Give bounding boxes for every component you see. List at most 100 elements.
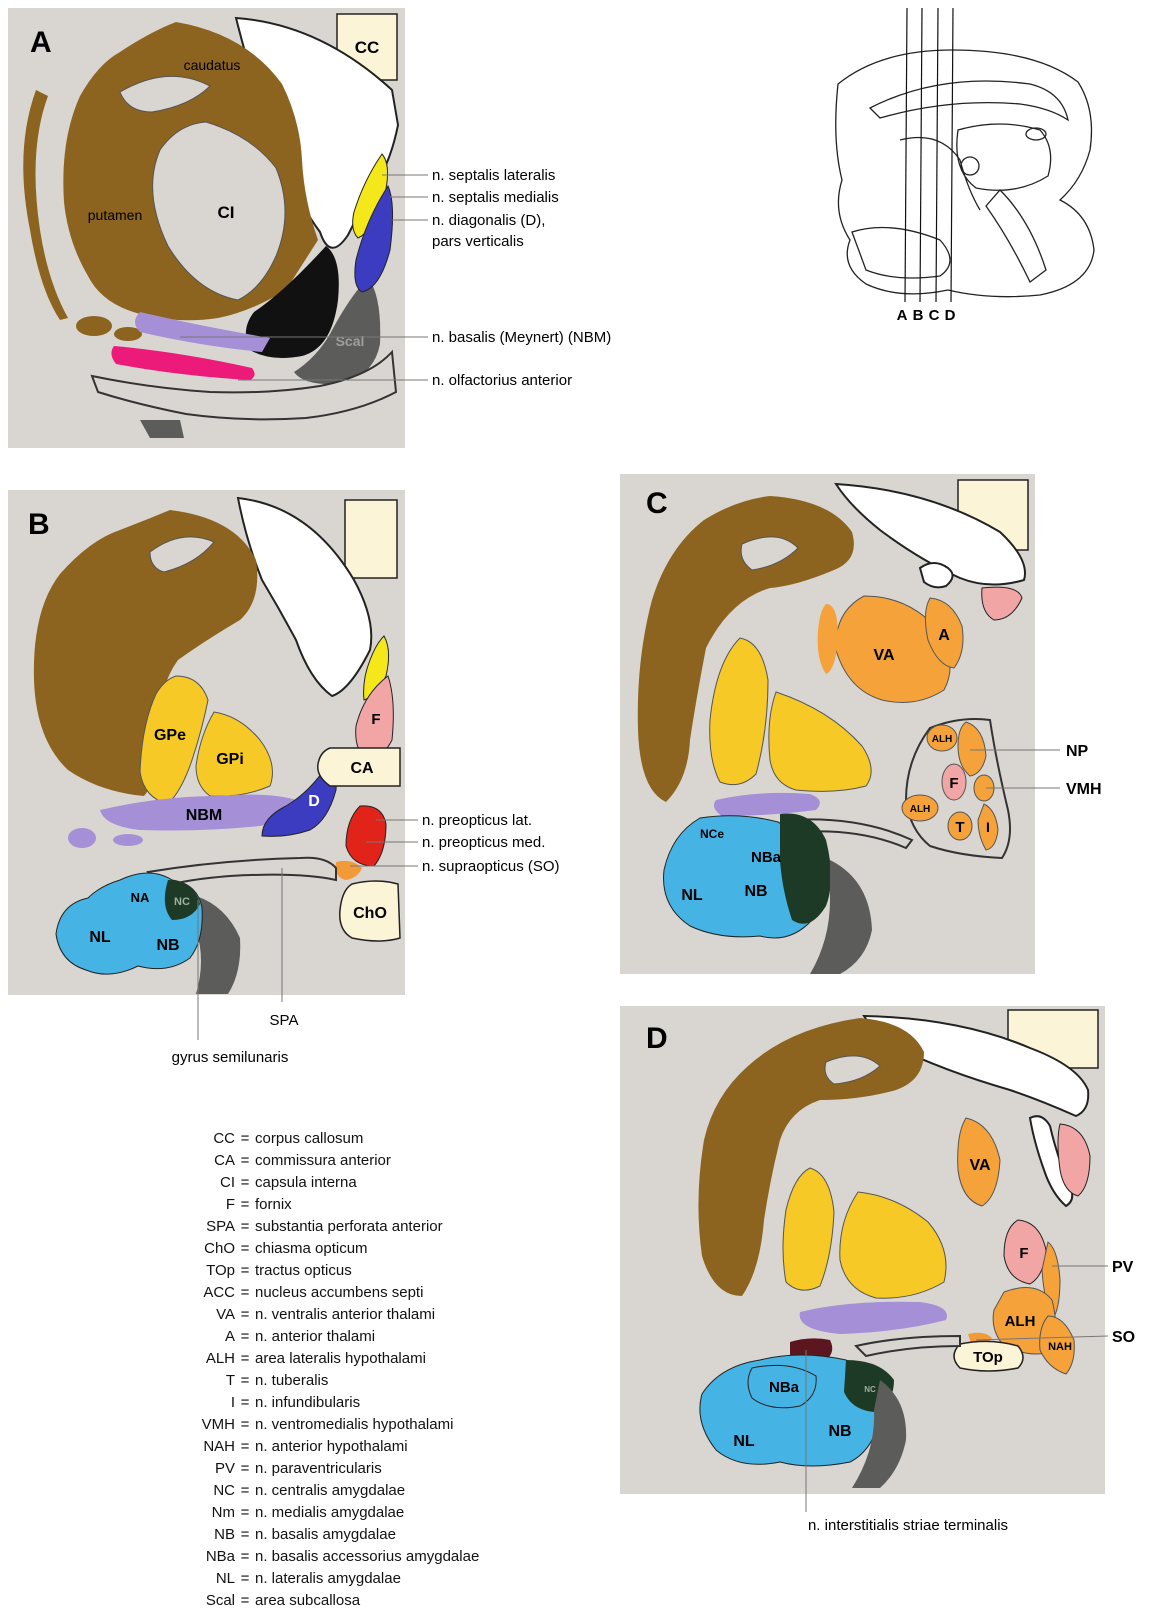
legend-text: n. tuberalis	[255, 1370, 328, 1392]
label-nbm-b: NBM	[186, 807, 222, 824]
legend-item: PV=n. paraventricularis	[130, 1458, 490, 1480]
legend-text: n. paraventricularis	[255, 1458, 382, 1480]
legend-abbr: VMH	[130, 1414, 235, 1436]
label-f-b: F	[371, 711, 380, 728]
legend-item: I=n. infundibularis	[130, 1392, 490, 1414]
legend-abbr: T	[130, 1370, 235, 1392]
legend-text: n. anterior hypothalami	[255, 1436, 408, 1458]
legend-abbr: VA	[130, 1304, 235, 1326]
label-nce-c: NCe	[700, 827, 724, 841]
panel-c: C VA A ALH ALH F T I NCe NBa NB NL NP VM…	[620, 474, 1102, 974]
legend-text: area lateralis hypothalami	[255, 1348, 426, 1370]
panel-letter-b: B	[28, 508, 50, 541]
legend-text: capsula interna	[255, 1172, 357, 1194]
legend-item: NB=n. basalis amygdalae	[130, 1524, 490, 1546]
legend-equals: =	[235, 1238, 255, 1260]
callout-a4: pars verticalis	[432, 233, 524, 250]
legend-equals: =	[235, 1150, 255, 1172]
overview-cut-a: A	[897, 307, 908, 324]
legend-equals: =	[235, 1370, 255, 1392]
legend-equals: =	[235, 1590, 255, 1612]
legend-abbr: CC	[130, 1128, 235, 1150]
label-gpe: GPe	[154, 727, 186, 744]
label-nl-c: NL	[681, 887, 703, 904]
callout-vmh: VMH	[1066, 781, 1102, 798]
legend-equals: =	[235, 1172, 255, 1194]
label-nba-c: NBa	[751, 849, 782, 866]
legend-abbr: NBa	[130, 1546, 235, 1568]
label-spa: SPA	[270, 1012, 299, 1029]
legend-text: chiasma opticum	[255, 1238, 368, 1260]
legend-text: n. medialis amygdalae	[255, 1502, 404, 1524]
label-cc-a: CC	[355, 38, 380, 57]
legend-equals: =	[235, 1480, 255, 1502]
legend-equals: =	[235, 1194, 255, 1216]
label-nl-d: NL	[733, 1433, 755, 1450]
panel-letter-c: C	[646, 487, 668, 520]
panel-letter-d: D	[646, 1022, 668, 1055]
legend-text: n. infundibularis	[255, 1392, 360, 1414]
label-nb-c: NB	[744, 883, 767, 900]
label-nist: n. interstitialis striae terminalis	[808, 1517, 1008, 1534]
callout-a2: n. septalis medialis	[432, 189, 559, 206]
legend-item: SPA=substantia perforata anterior	[130, 1216, 490, 1238]
callout-np: NP	[1066, 743, 1089, 760]
legend-item: TOp=tractus opticus	[130, 1260, 490, 1282]
legend-text: n. centralis amygdalae	[255, 1480, 405, 1502]
legend-item: VMH=n. ventromedialis hypothalami	[130, 1414, 490, 1436]
abbreviation-legend: CC=corpus callosumCA=commissura anterior…	[130, 1128, 490, 1612]
callout-a3: n. diagonalis (D),	[432, 212, 545, 229]
legend-abbr: I	[130, 1392, 235, 1414]
legend-equals: =	[235, 1568, 255, 1590]
label-alh-d: ALH	[1005, 1313, 1036, 1330]
label-cho: ChO	[353, 905, 387, 922]
label-gyrus-semilunaris: gyrus semilunaris	[172, 1049, 289, 1066]
legend-equals: =	[235, 1216, 255, 1238]
callout-so: SO	[1112, 1329, 1135, 1346]
overview-cc	[870, 81, 1068, 120]
legend-item: CI=capsula interna	[130, 1172, 490, 1194]
legend-abbr: TOp	[130, 1260, 235, 1282]
legend-equals: =	[235, 1304, 255, 1326]
overview-cut-lines	[905, 8, 953, 302]
legend-abbr: CA	[130, 1150, 235, 1172]
label-scal: Scal	[336, 333, 365, 349]
overview-temporal	[852, 228, 950, 279]
callout-a5: n. basalis (Meynert) (NBM)	[432, 329, 611, 346]
legend-abbr: NL	[130, 1568, 235, 1590]
legend-text: area subcallosa	[255, 1590, 360, 1612]
legend-equals: =	[235, 1392, 255, 1414]
small-blob-a1	[76, 316, 112, 336]
legend-abbr: Scal	[130, 1590, 235, 1612]
label-ca-b: CA	[350, 760, 374, 777]
legend-item: ACC=nucleus accumbens septi	[130, 1282, 490, 1304]
callout-pv: PV	[1112, 1259, 1134, 1276]
callout-a6: n. olfactorius anterior	[432, 372, 572, 389]
label-nb-d: NB	[828, 1423, 851, 1440]
legend-text: n. basalis accessorius amygdalae	[255, 1546, 479, 1568]
legend-text: fornix	[255, 1194, 292, 1216]
legend-text: n. lateralis amygdalae	[255, 1568, 401, 1590]
legend-item: NC=n. centralis amygdalae	[130, 1480, 490, 1502]
label-ci: CI	[218, 203, 235, 222]
panel-b: B GPe GPi NBM D F CA ChO NA NC NL NB n. …	[8, 490, 560, 1066]
panel-letter-a: A	[30, 26, 52, 59]
overview-diagram	[836, 8, 1094, 302]
label-t-c: T	[955, 819, 964, 836]
legend-equals: =	[235, 1282, 255, 1304]
label-nc-d: NC	[864, 1385, 876, 1394]
label-caudatus: caudatus	[184, 57, 241, 73]
overview-cut-c: C	[929, 307, 940, 324]
legend-equals: =	[235, 1436, 255, 1458]
label-alh1-c: ALH	[932, 734, 953, 745]
legend-item: F=fornix	[130, 1194, 490, 1216]
legend-abbr: F	[130, 1194, 235, 1216]
legend-text: tractus opticus	[255, 1260, 352, 1282]
legend-equals: =	[235, 1546, 255, 1568]
legend-text: n. basalis amygdalae	[255, 1524, 396, 1546]
callout-b3: n. supraopticus (SO)	[422, 858, 560, 875]
legend-abbr: PV	[130, 1458, 235, 1480]
label-top-d: TOp	[973, 1349, 1003, 1366]
legend-item: Scal=area subcallosa	[130, 1590, 490, 1612]
overview-inner-line	[900, 138, 980, 211]
